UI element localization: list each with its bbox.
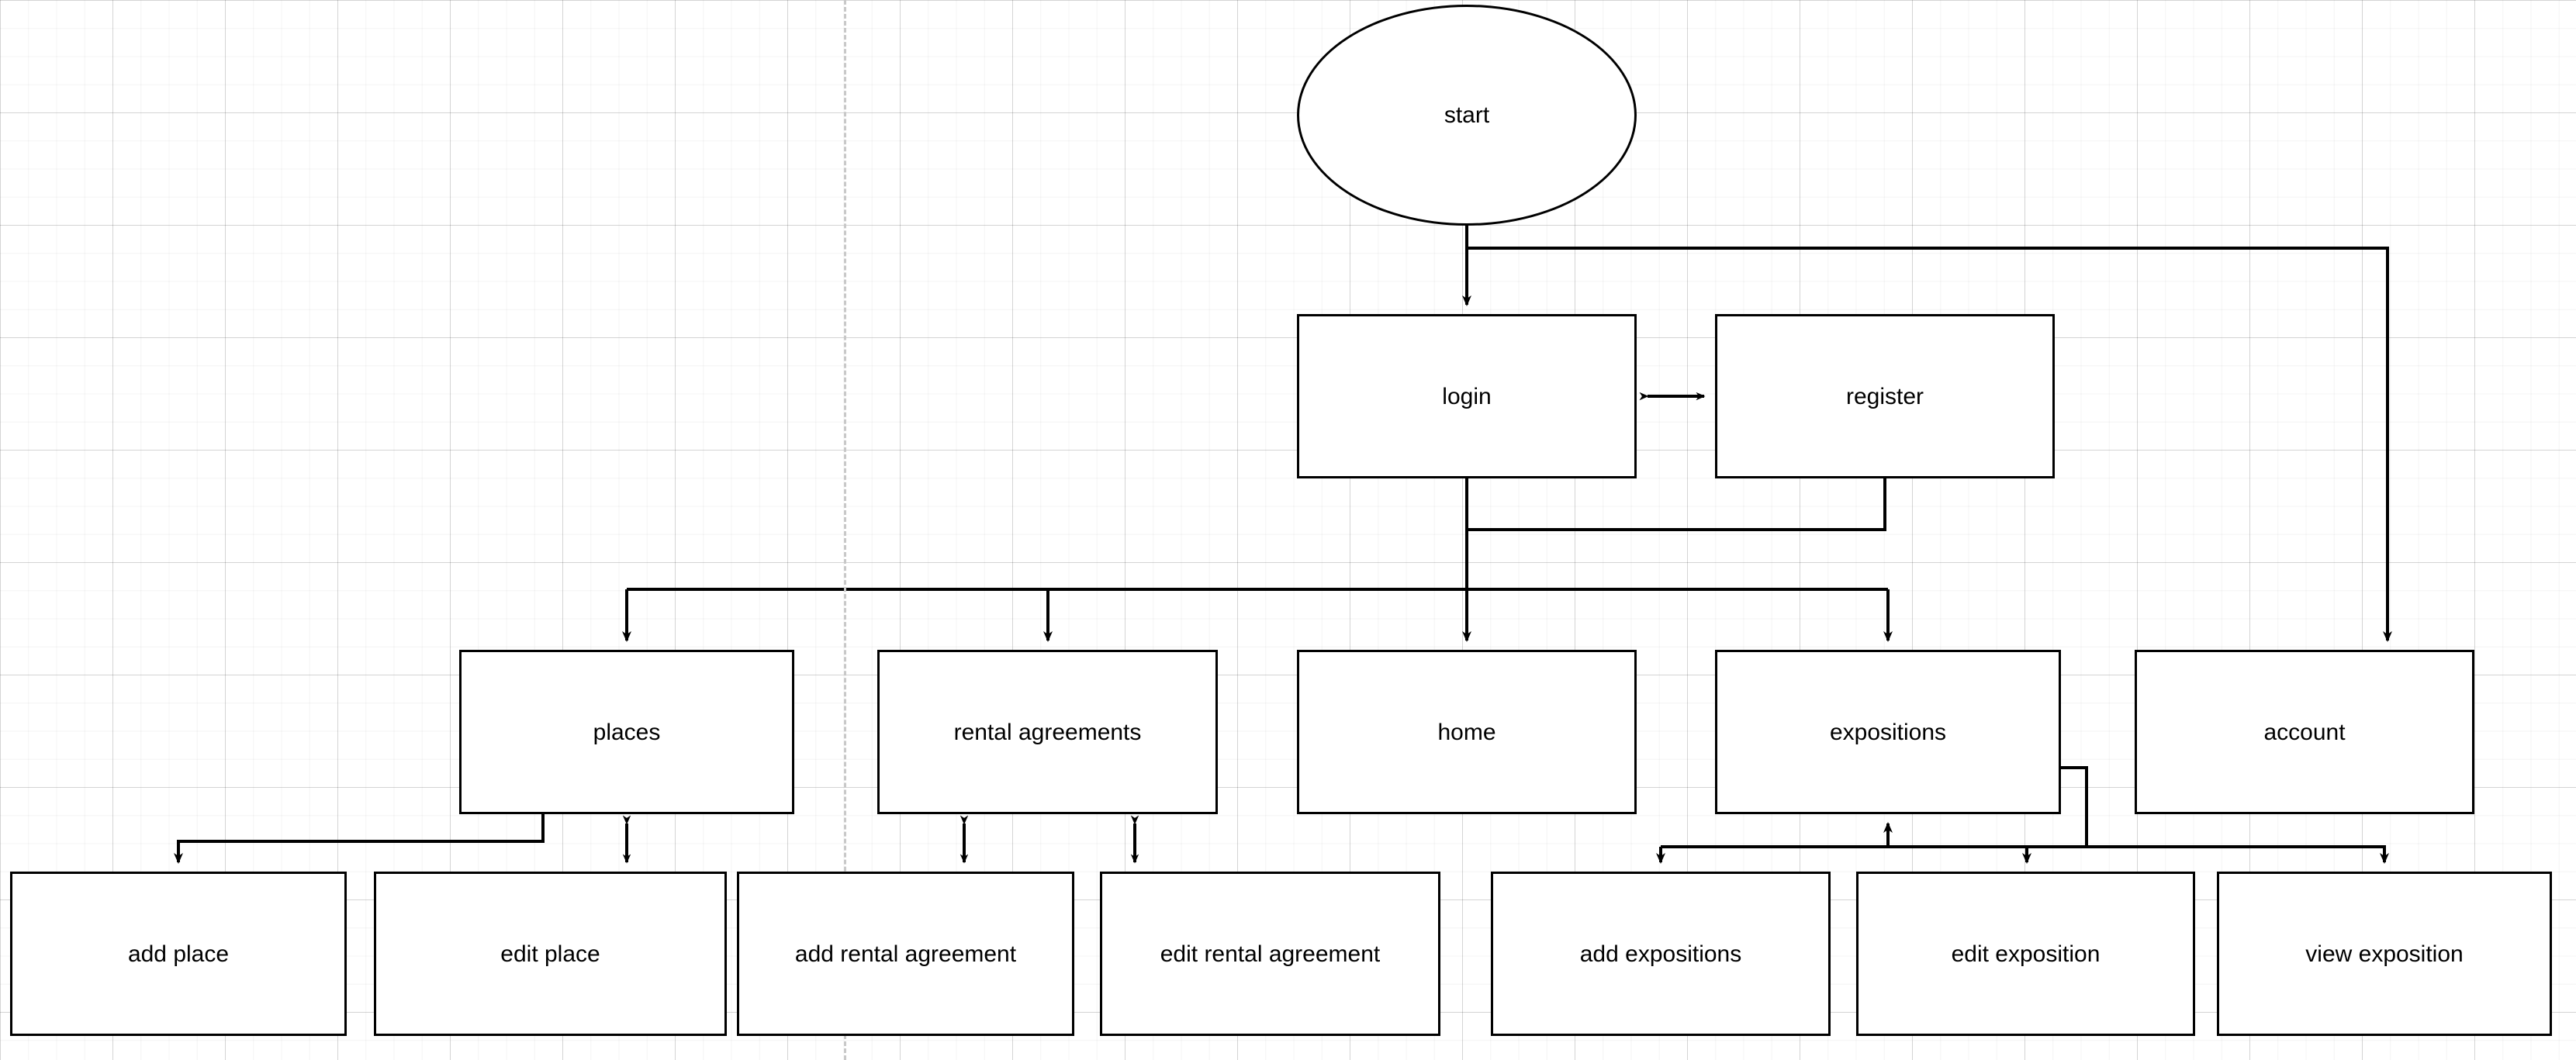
node-label-edit-exposition: edit exposition — [1951, 941, 2101, 967]
node-label-expositions: expositions — [1829, 719, 1947, 745]
node-edit-exposition[interactable]: edit exposition — [1856, 872, 2195, 1036]
node-label-home: home — [1437, 719, 1496, 745]
edge-places-add-place — [174, 814, 545, 864]
node-label-view-exposition: view exposition — [2305, 941, 2464, 967]
node-home[interactable]: home — [1297, 650, 1637, 814]
node-label-add-rental-agreement: add rental agreement — [794, 941, 1017, 967]
node-account[interactable]: account — [2135, 650, 2474, 814]
node-add-rental-agreement[interactable]: add rental agreement — [737, 872, 1074, 1036]
edge-register-bus — [1467, 478, 1886, 531]
node-edit-rental-agreement[interactable]: edit rental agreement — [1100, 872, 1440, 1036]
node-label-start: start — [1444, 102, 1490, 128]
node-label-rental-agreements: rental agreements — [953, 719, 1142, 745]
node-edit-place[interactable]: edit place — [374, 872, 727, 1036]
node-label-places: places — [593, 719, 661, 745]
node-expositions[interactable]: expositions — [1715, 650, 2061, 814]
node-label-register: register — [1845, 383, 1924, 409]
node-add-place[interactable]: add place — [10, 872, 347, 1036]
node-login[interactable]: login — [1297, 314, 1637, 478]
node-start[interactable]: start — [1297, 5, 1637, 226]
node-label-add-expositions: add expositions — [1579, 941, 1742, 967]
node-rental-agreements[interactable]: rental agreements — [877, 650, 1218, 814]
node-label-login: login — [1442, 383, 1492, 409]
page-break-guide — [844, 0, 846, 1060]
node-label-edit-place: edit place — [500, 941, 600, 967]
node-label-account: account — [2263, 719, 2346, 745]
node-label-edit-rental-agreement: edit rental agreement — [1160, 941, 1381, 967]
node-places[interactable]: places — [459, 650, 794, 814]
node-register[interactable]: register — [1715, 314, 2055, 478]
node-label-add-place: add place — [127, 941, 230, 967]
node-view-exposition[interactable]: view exposition — [2217, 872, 2552, 1036]
node-add-expositions[interactable]: add expositions — [1491, 872, 1831, 1036]
